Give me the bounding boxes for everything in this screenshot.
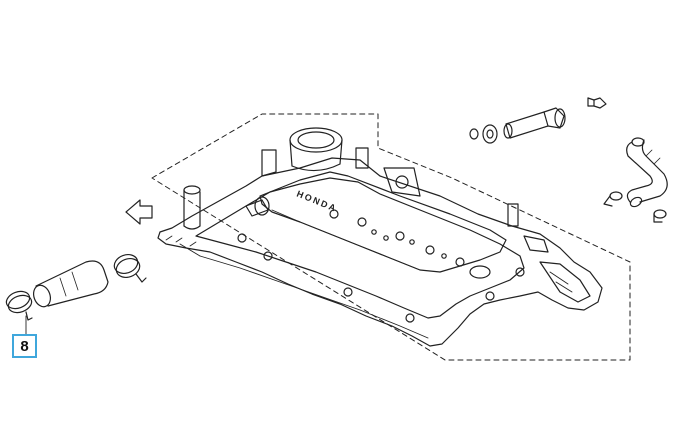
- callout-box-8[interactable]: 8: [12, 334, 37, 358]
- breather-hose: [32, 260, 109, 308]
- hose-clamp-part-8: [5, 290, 33, 321]
- mount-bolt: [587, 97, 607, 109]
- cover-emblem: HONDA: [295, 189, 339, 214]
- hose-clamp-2: [113, 253, 147, 283]
- assembly-boundary-dashed: [151, 113, 631, 361]
- callout-label-8: 8: [20, 337, 29, 355]
- pcv-hose: [626, 137, 668, 208]
- valve-cover-body: [157, 127, 603, 347]
- pcv-hose-clamp-lower: [653, 209, 667, 223]
- pcv-hose-clamp-upper: [603, 191, 623, 207]
- pcv-valve: [469, 107, 566, 144]
- direction-arrow-left: [125, 199, 153, 225]
